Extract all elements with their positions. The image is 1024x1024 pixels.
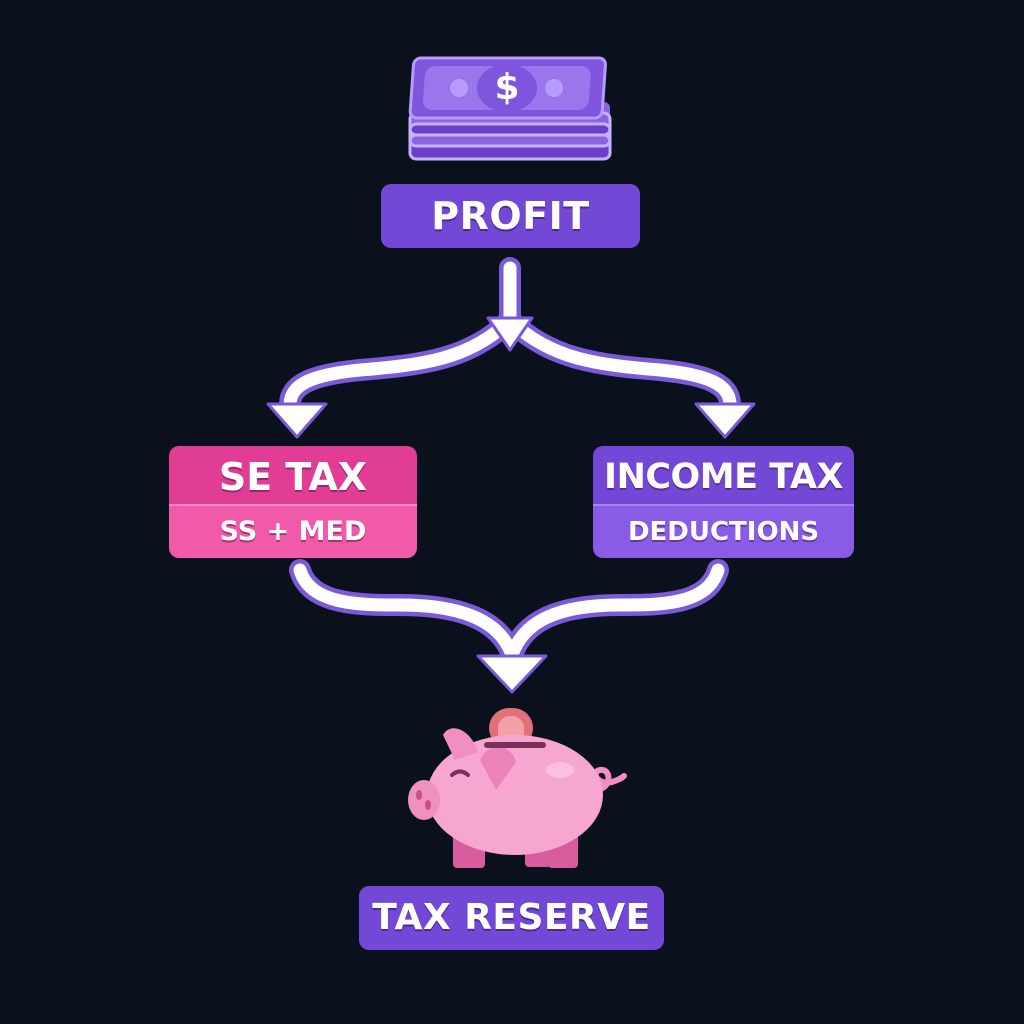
- se-tax-subtitle: SS + MED: [169, 504, 417, 558]
- dollar-sign-icon: $: [494, 67, 520, 108]
- income-tax-box: INCOME TAX DEDUCTIONS: [593, 446, 854, 558]
- arrowhead-se-tax: [266, 402, 328, 439]
- se-tax-box: SE TAX SS + MED: [169, 446, 417, 558]
- income-tax-subtitle: DEDUCTIONS: [593, 504, 854, 558]
- arrowhead-income-tax: [694, 402, 756, 439]
- profit-label: PROFIT: [381, 184, 640, 248]
- se-tax-title: SE TAX: [169, 446, 417, 504]
- arrowhead-center-top: [486, 316, 534, 352]
- arrowhead-reserve: [476, 654, 548, 694]
- tax-reserve-label: TAX RESERVE: [359, 886, 664, 950]
- income-tax-title: INCOME TAX: [593, 446, 854, 504]
